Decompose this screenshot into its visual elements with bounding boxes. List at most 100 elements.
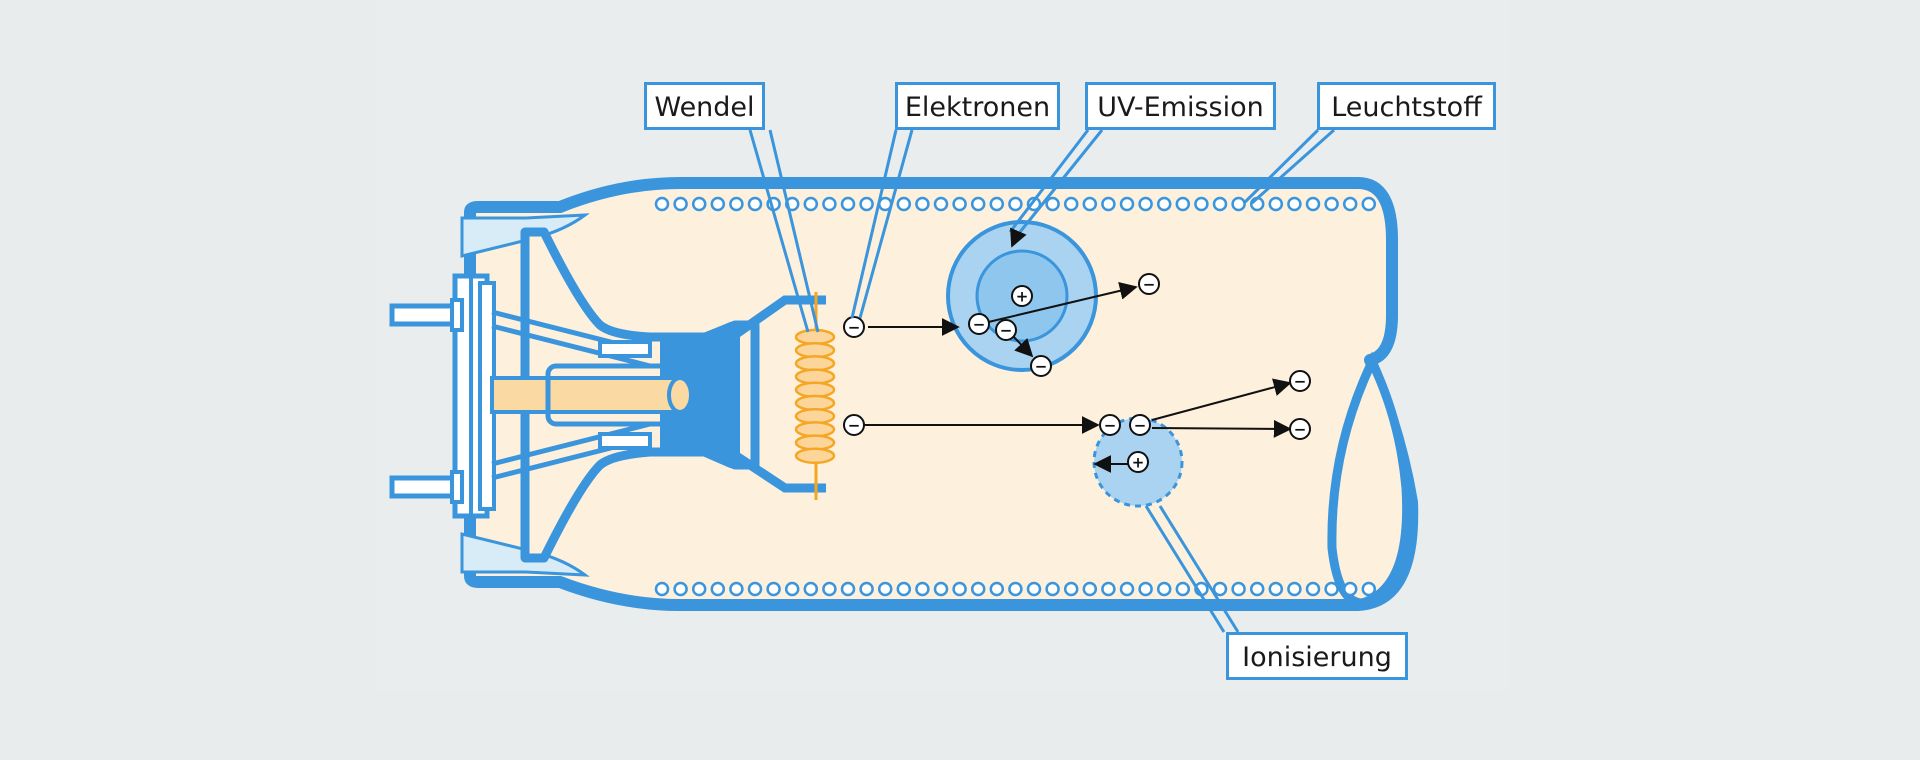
phosphor-dot	[1008, 581, 1023, 597]
phosphor-dot	[1101, 196, 1116, 212]
filament-coil	[794, 292, 836, 500]
phosphor-dot	[747, 196, 763, 212]
filament-support-top	[732, 295, 826, 339]
electron-6-symbol: −	[848, 417, 861, 435]
lead-wire-clip-bottom	[598, 432, 652, 450]
stem-block	[660, 322, 740, 468]
electron-5-symbol: −	[1143, 276, 1156, 294]
electron-6: −	[843, 414, 865, 436]
phosphor-dot	[896, 196, 912, 212]
phosphor-dot	[896, 581, 912, 597]
phosphor-dot	[1231, 581, 1246, 597]
callout-leaders	[748, 128, 1335, 633]
phosphor-dot	[1175, 581, 1191, 597]
phosphor-dot	[915, 581, 930, 597]
leader-wendel	[748, 129, 820, 333]
filament-turn	[794, 394, 836, 412]
phosphor-row-bottom	[654, 581, 1377, 597]
phosphor-dot	[1101, 581, 1116, 597]
phosphor-dot	[1119, 196, 1135, 212]
tube-end-ellipse	[1327, 351, 1412, 608]
arrow-uv-electron-out	[979, 281, 1138, 325]
phosphor-dot	[933, 581, 949, 597]
phosphor-dot	[1342, 196, 1358, 212]
phosphor-dot	[1119, 581, 1135, 597]
phosphor-dot	[1045, 196, 1060, 212]
phosphor-dot	[1194, 196, 1209, 212]
filament-turn	[794, 355, 836, 372]
phosphor-dot	[1212, 196, 1228, 212]
phosphor-dot	[1063, 581, 1079, 597]
phosphor-dot	[1268, 196, 1284, 212]
phosphor-dot	[691, 196, 707, 212]
phosphor-row-top	[654, 196, 1377, 212]
pin-collar-bottom	[450, 470, 464, 504]
phosphor-dot	[710, 196, 726, 212]
phosphor-dot	[933, 196, 949, 212]
phosphor-dot	[1342, 581, 1358, 597]
exhaust-tube-end	[667, 376, 693, 414]
phosphor-dot	[859, 196, 874, 212]
phosphor-dot	[1045, 581, 1060, 597]
phosphor-dot	[822, 581, 837, 597]
electron-8: −	[1129, 414, 1151, 436]
phosphor-dot	[1026, 581, 1042, 597]
filament-turn	[794, 381, 836, 399]
particles: −−−−−+−−−−−+	[843, 273, 1311, 473]
phosphor-dot	[1361, 196, 1377, 212]
electron-10: −	[1289, 418, 1311, 440]
callout-ionisierung: Ionisierung	[1226, 632, 1408, 680]
electron-2-symbol: −	[973, 316, 986, 334]
leader-elektronen	[850, 129, 914, 319]
phosphor-dot	[877, 581, 893, 597]
phosphor-dot	[673, 196, 688, 212]
phosphor-dot	[840, 581, 856, 597]
arrow-uv-electron-down	[1010, 333, 1034, 358]
phosphor-dot	[654, 196, 670, 212]
filament-turn	[794, 341, 836, 359]
electron-9-symbol: −	[1294, 373, 1307, 391]
phosphor-dot	[673, 581, 688, 597]
lead-wire-clip-top	[598, 340, 652, 358]
electron-3: −	[995, 319, 1017, 341]
leader-uv-emission	[1008, 129, 1104, 233]
arrow-ion-electron-up	[1151, 378, 1292, 421]
leader-leuchtstoff	[1242, 128, 1335, 205]
callout-leuchtstoff-text: Leuchtstoff	[1331, 92, 1482, 123]
filament-turn	[794, 328, 836, 346]
phosphor-dot	[1305, 581, 1321, 597]
electron-1-symbol: −	[848, 319, 861, 337]
electron-7-symbol: −	[1104, 417, 1117, 435]
filament-turn	[794, 421, 836, 438]
phosphor-dot	[989, 581, 1005, 597]
callout-elektronen-text: Elektronen	[904, 92, 1051, 123]
phosphor-dot	[859, 581, 874, 597]
ion-2: +	[1127, 451, 1149, 473]
phosphor-dot	[729, 581, 744, 597]
phosphor-dot	[1082, 196, 1098, 212]
electron-3-symbol: −	[1000, 322, 1013, 340]
phosphor-dot	[1305, 196, 1321, 212]
phosphor-dot	[1138, 196, 1153, 212]
phosphor-dot	[822, 196, 837, 212]
callout-leuchtstoff: Leuchtstoff	[1317, 82, 1496, 130]
leader-uv-arrow	[1010, 227, 1027, 248]
callout-elektronen: Elektronen	[895, 82, 1060, 130]
phosphor-dot	[1324, 196, 1339, 212]
electron-2: −	[968, 313, 990, 335]
phosphor-dot	[952, 196, 967, 212]
electron-4: −	[1030, 355, 1052, 377]
phosphor-dot	[766, 581, 781, 597]
pin-collar-top	[450, 298, 464, 332]
phosphor-dot	[1268, 581, 1284, 597]
phosphor-dot	[1156, 581, 1172, 597]
phosphor-dot	[784, 581, 800, 597]
phosphor-dot	[1082, 581, 1098, 597]
callout-ionisierung-text: Ionisierung	[1242, 642, 1392, 673]
ion-1-symbol: +	[1016, 288, 1029, 306]
filament-turn	[794, 434, 836, 451]
arrow-ion-electron-right	[1151, 419, 1292, 438]
phosphor-dot	[1212, 581, 1228, 597]
phosphor-dot	[803, 196, 819, 212]
phosphor-dot	[989, 196, 1005, 212]
